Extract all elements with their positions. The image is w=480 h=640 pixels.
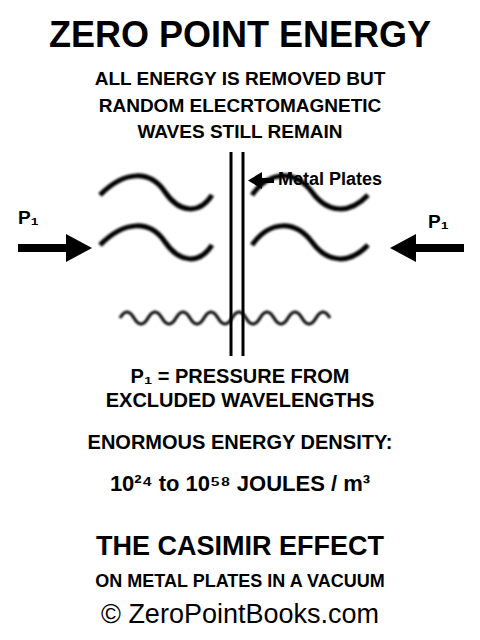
pressure-symbol: P₁: [18, 206, 78, 230]
plate-label: Metal Plates: [278, 168, 428, 191]
pressure-arrow: [390, 234, 464, 262]
density-heading: ENORMOUS ENERGY DENSITY:: [0, 430, 480, 455]
density-value: 10²⁴ to 10⁵⁸ JOULES / m³: [0, 470, 480, 498]
pressure-symbol: P₁: [428, 210, 472, 234]
short-wave: [120, 312, 330, 324]
effect-title: THE CASIMIR EFFECT: [0, 530, 480, 564]
pressure-arrow: [18, 234, 92, 262]
metal-plate: [242, 152, 245, 356]
pressure-note: P₁ = PRESSURE FROM EXCLUDED WAVELENGTHS: [80, 364, 400, 412]
metal-plate: [230, 152, 233, 356]
copyright-watermark: © ZeroPointBooks.com: [0, 598, 480, 632]
effect-subtitle: ON METAL PLATES IN A VACUUM: [0, 570, 480, 593]
subtitle: ALL ENERGY IS REMOVED BUT RANDOM ELECRTO…: [70, 66, 410, 146]
leader-arrow: [248, 172, 274, 189]
title: ZERO POINT ENERGY: [0, 12, 480, 57]
